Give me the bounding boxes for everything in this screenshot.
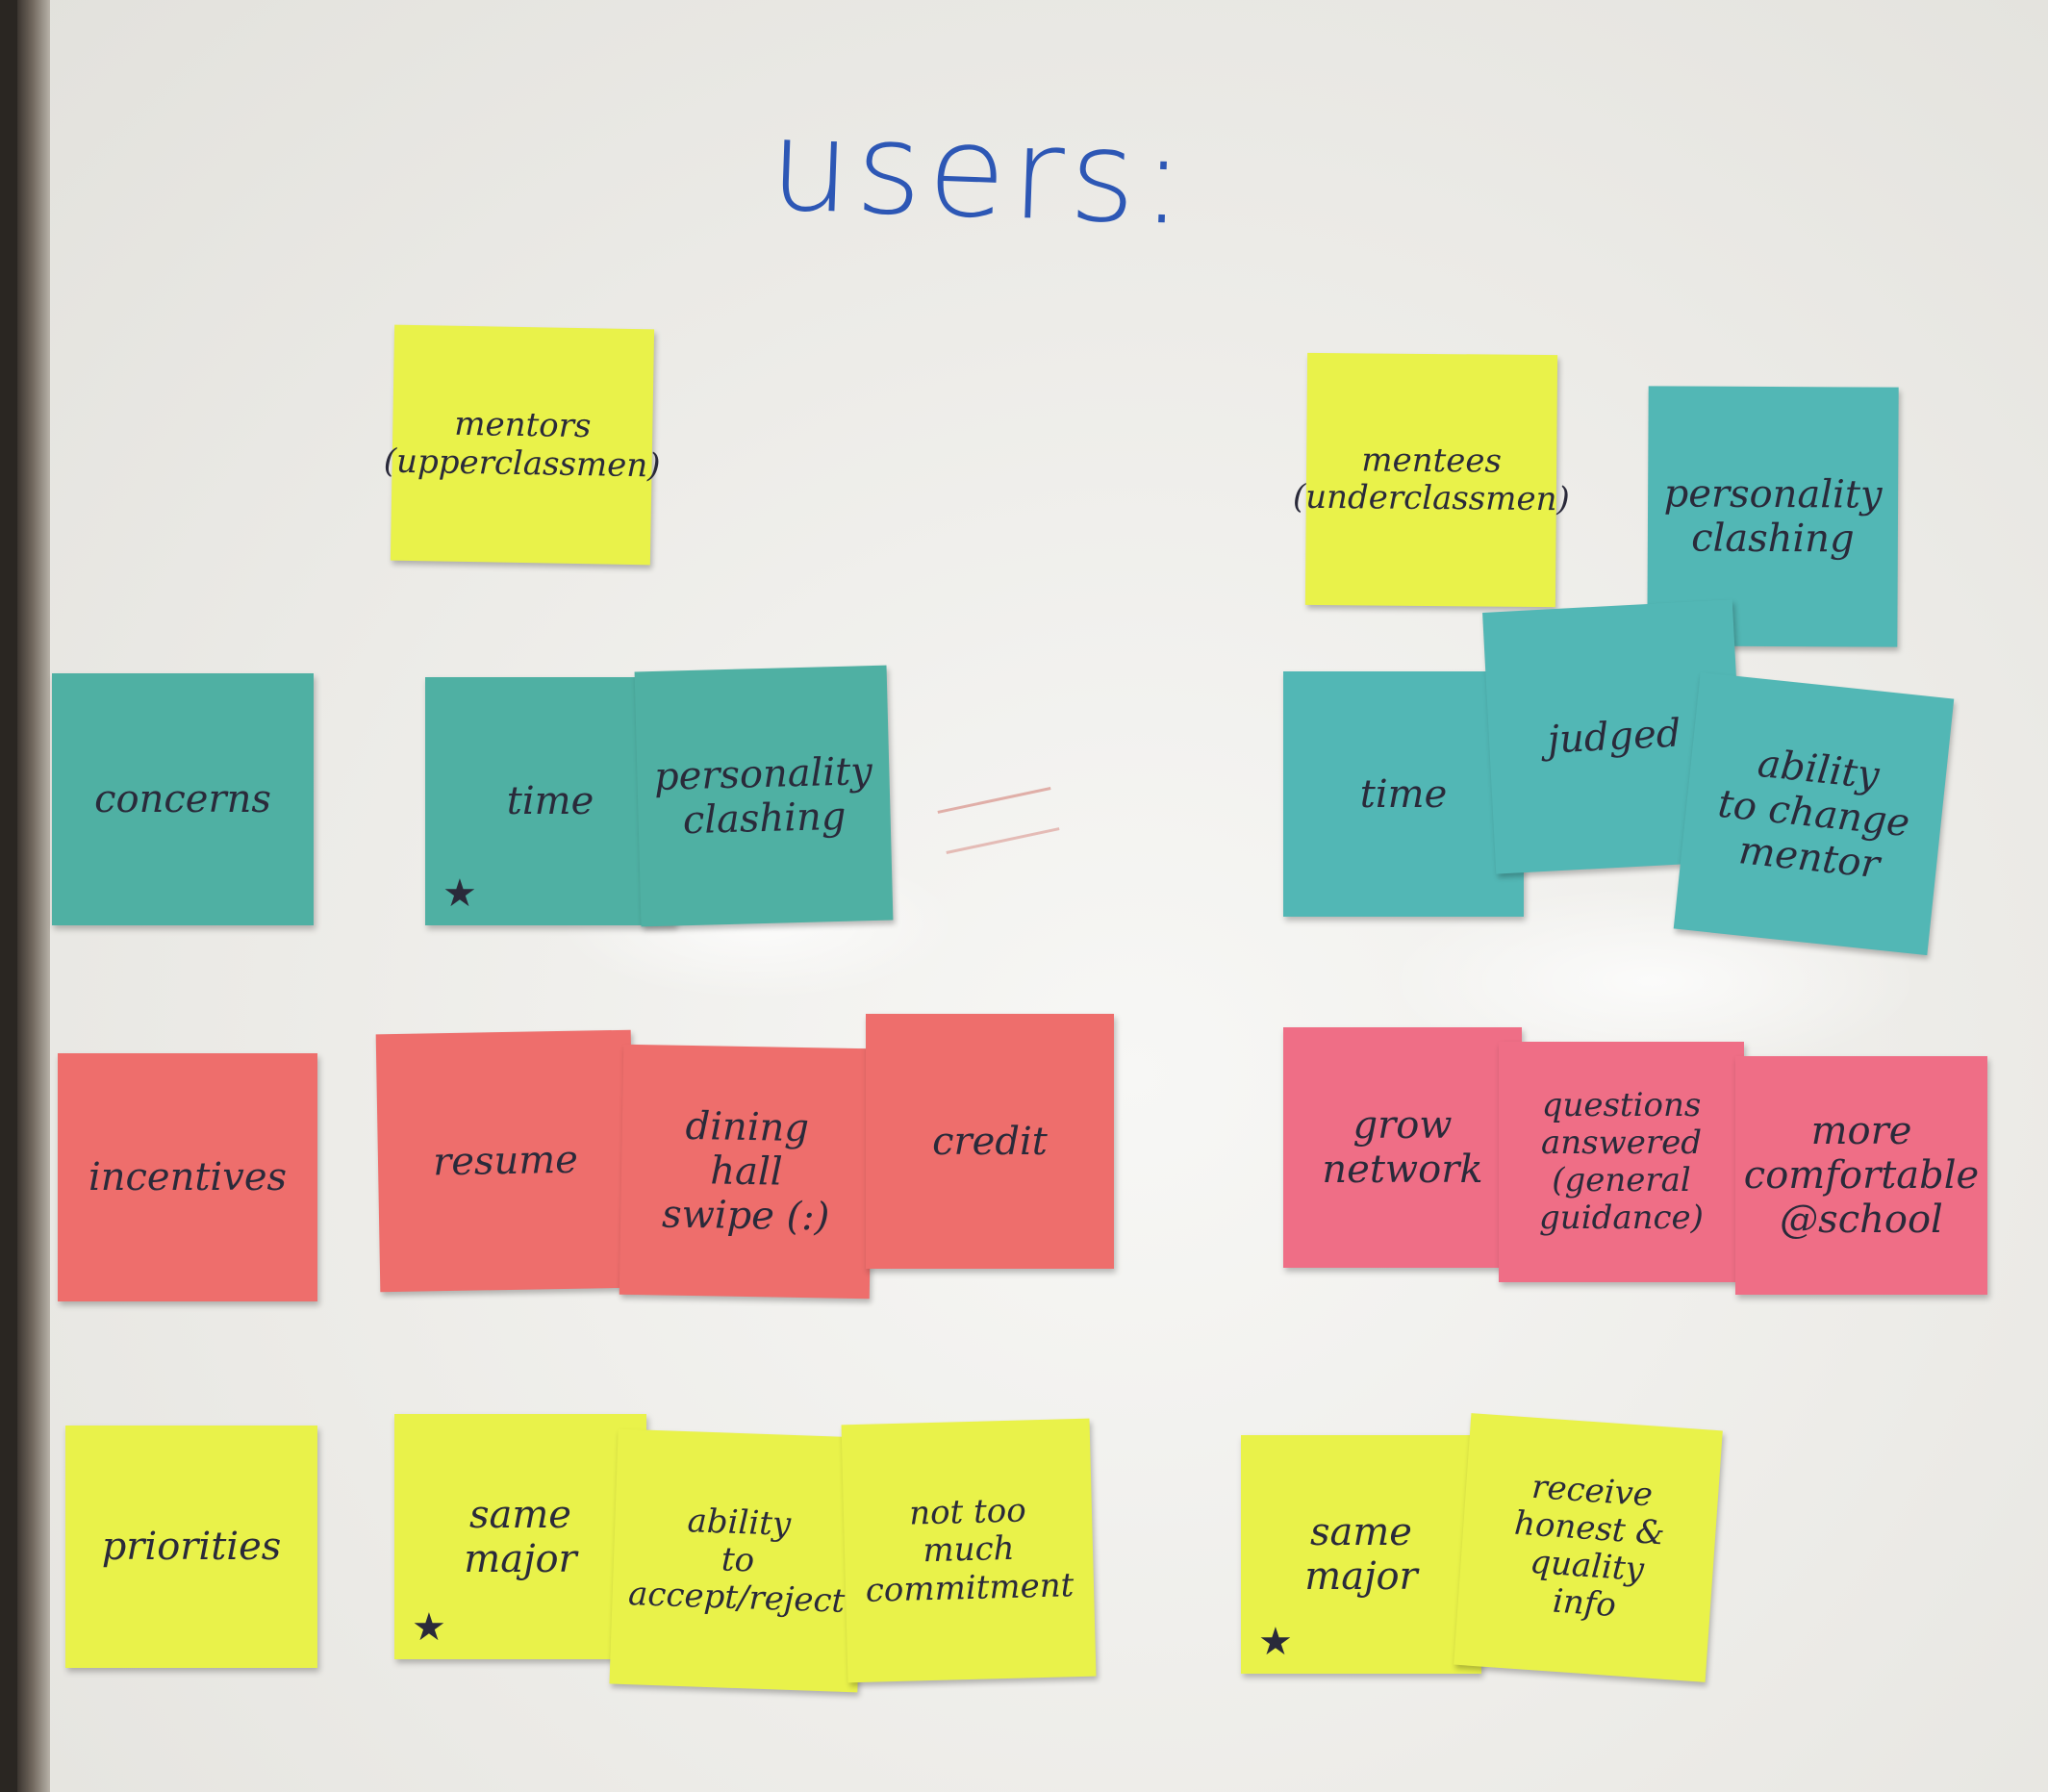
star-icon: ★ <box>1258 1620 1293 1664</box>
sticky-note-not-too-much-commitment: not too much commitment <box>841 1418 1097 1683</box>
sticky-note-grow-network: grow network <box>1283 1027 1522 1268</box>
sticky-note-same-major-right: same major ★ <box>1241 1435 1481 1674</box>
sticky-note-same-major-left: same major ★ <box>394 1414 646 1659</box>
sticky-note-personality-clashing-left: personality clashing <box>634 665 894 927</box>
star-icon: ★ <box>412 1605 446 1650</box>
whiteboard: users: mentors (upperclassmen) mentees (… <box>17 0 2048 1792</box>
sticky-note-time-right: time <box>1283 671 1524 917</box>
sticky-note-mentees: mentees (underclassmen) <box>1293 352 1570 608</box>
board-frame-edge <box>17 0 50 1792</box>
sticky-note-mentors: mentors (upperclassmen) <box>384 324 661 566</box>
sticky-note-incentives: incentives <box>58 1053 317 1301</box>
board-title: users: <box>767 91 1193 255</box>
sticky-note-ability-to-change-mentor: ability to change mentor <box>1673 671 1955 956</box>
sticky-note-priorities: priorities <box>65 1426 317 1668</box>
star-icon: ★ <box>442 871 477 916</box>
sticky-note-dining-hall-swipe: dining hall swipe (:) <box>619 1044 874 1300</box>
sticky-note-receive-honest-info: receive honest & quality info <box>1454 1413 1723 1682</box>
eraser-smudge <box>937 787 1060 854</box>
sticky-note-concerns: concerns <box>52 673 314 925</box>
sticky-note-time-left: time ★ <box>425 677 675 925</box>
sticky-note-more-comfortable: more comfortable @school <box>1735 1056 1987 1295</box>
sticky-note-resume: resume <box>375 1029 636 1293</box>
sticky-note-credit: credit <box>866 1014 1114 1269</box>
sticky-note-questions-answered: questions answered (general guidance) <box>1499 1042 1744 1282</box>
sticky-note-ability-accept-reject: ability to accept/reject <box>609 1428 867 1693</box>
